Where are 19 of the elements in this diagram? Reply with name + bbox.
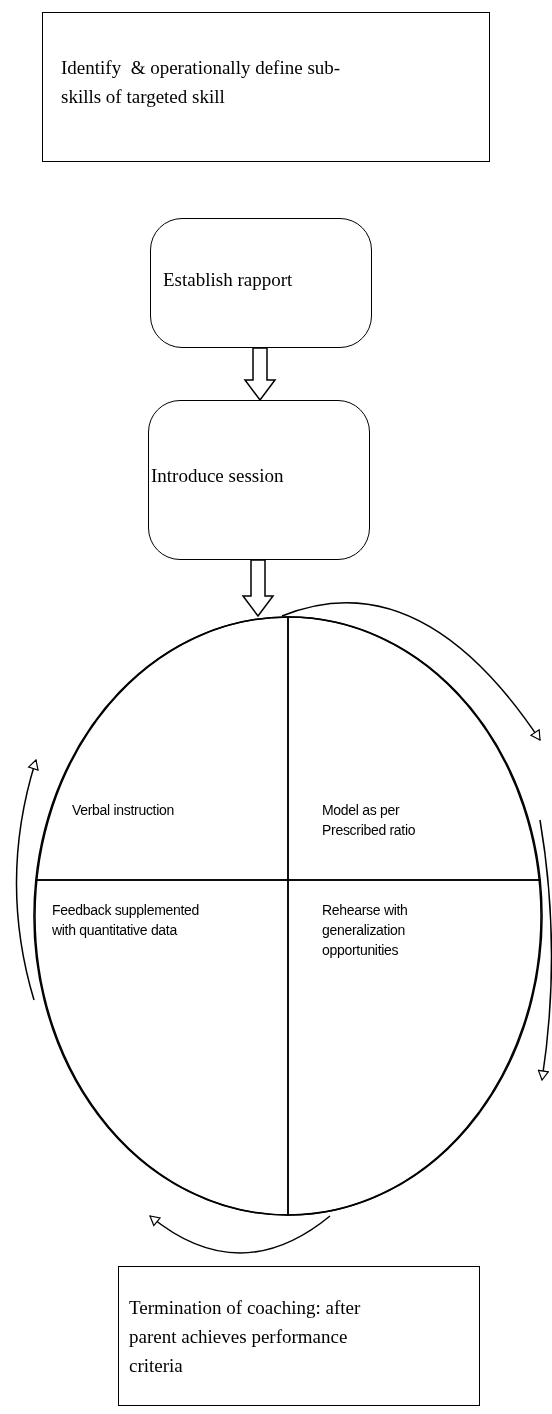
- quartered-circle: [34, 616, 542, 1216]
- process-box: [118, 1266, 480, 1406]
- curved-arrow: [15, 759, 39, 1001]
- quadrant-label: Feedback supplemented with quantitative data: [52, 901, 201, 940]
- box-text: Establish rapport: [163, 268, 294, 292]
- rounded-box: [150, 218, 372, 348]
- rounded-box: [148, 400, 370, 560]
- quadrant-label: Rehearse with generalization opportunities: [322, 901, 409, 960]
- curved-arrow: [537, 819, 552, 1081]
- curved-arrow: [281, 602, 541, 741]
- box-text: Introduce session: [151, 464, 285, 488]
- block-arrow: [241, 559, 275, 618]
- box-text: Identify & operationally define sub-skills of targeted skill: [61, 56, 342, 109]
- block-arrow: [243, 347, 277, 402]
- box-text: Termination of coaching: after parent achieves performance criteria: [129, 1296, 362, 1378]
- quadrant-label: Verbal instruction: [72, 801, 175, 820]
- quadrant-label: Model as per Prescribed ratio: [322, 801, 417, 840]
- process-box: [42, 12, 490, 162]
- curved-arrow: [149, 1215, 331, 1254]
